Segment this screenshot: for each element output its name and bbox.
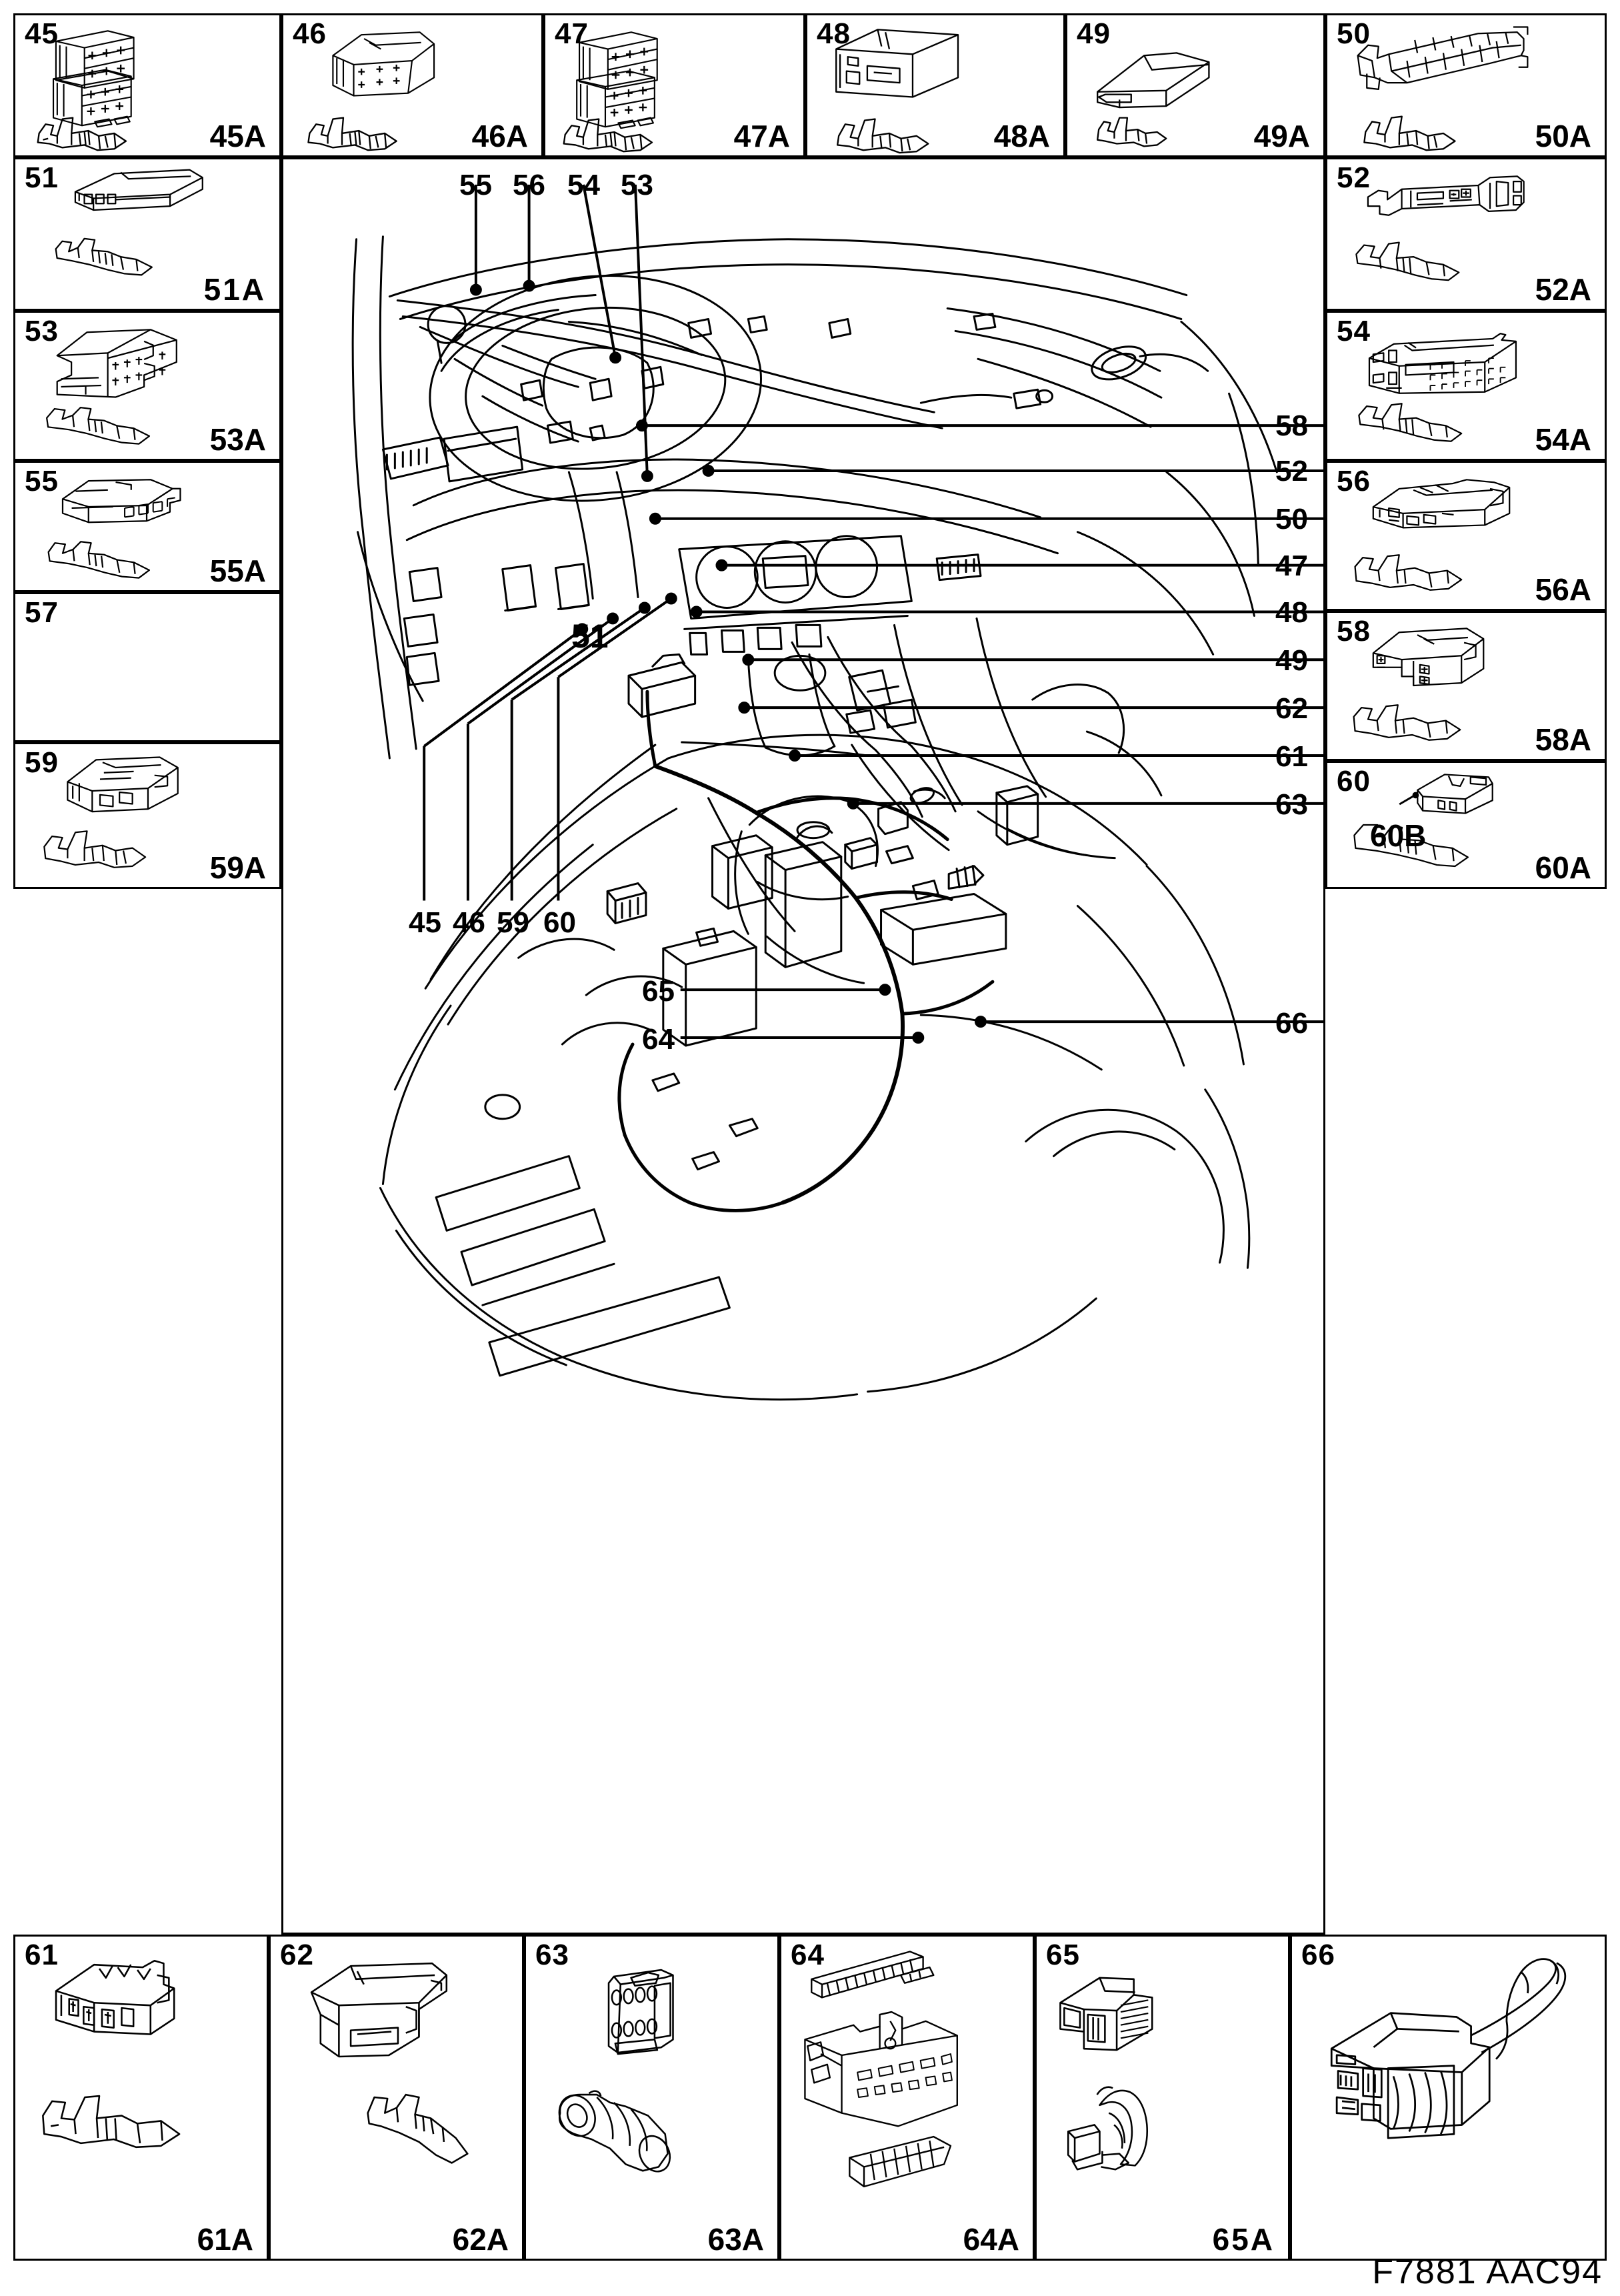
callout-55: 55 bbox=[459, 169, 492, 201]
connector-illustration-62 bbox=[271, 1937, 522, 2259]
callout-65: 65 bbox=[642, 975, 675, 1008]
part-number-47: 47 bbox=[555, 17, 589, 50]
terminal-number-61a: 61A bbox=[197, 2222, 253, 2257]
part-cell-47[interactable]: 47 bbox=[543, 13, 805, 157]
terminal-number-60a: 60A bbox=[1535, 850, 1591, 885]
callout-53: 53 bbox=[621, 169, 653, 201]
part-cell-61[interactable]: 61 bbox=[13, 1935, 269, 2261]
part-cell-58[interactable]: 58 bbox=[1325, 611, 1607, 761]
terminal-number-48a: 48A bbox=[993, 119, 1050, 153]
part-cell-66[interactable]: 66 bbox=[1290, 1935, 1607, 2261]
callout-47: 47 bbox=[1275, 549, 1308, 582]
terminal-number-56a: 56A bbox=[1535, 572, 1591, 607]
part-cell-56[interactable]: 56 bbox=[1325, 461, 1607, 611]
connector-illustration-63 bbox=[526, 1937, 777, 2259]
terminal-number-47a: 47A bbox=[733, 119, 790, 153]
part-number-57: 57 bbox=[25, 596, 59, 629]
part-number-58: 58 bbox=[1337, 615, 1371, 648]
callout-63: 63 bbox=[1275, 788, 1308, 821]
callout-45: 45 bbox=[409, 906, 441, 939]
connector-illustration-64 bbox=[781, 1937, 1033, 2259]
part-cell-45[interactable]: 45 bbox=[13, 13, 281, 157]
callout-52: 52 bbox=[1275, 455, 1308, 487]
callout-51: 51 bbox=[571, 618, 609, 655]
part-cell-55[interactable]: 55 bbox=[13, 461, 281, 592]
part-number-46: 46 bbox=[293, 17, 327, 50]
terminal-number-45a: 45A bbox=[209, 119, 266, 153]
terminal-number-58a: 58A bbox=[1535, 722, 1591, 757]
part-number-53: 53 bbox=[25, 315, 59, 347]
part-cell-54[interactable]: 54 bbox=[1325, 311, 1607, 461]
part-number-59: 59 bbox=[25, 746, 59, 779]
terminal-number-49a: 49A bbox=[1253, 119, 1310, 153]
callout-49: 49 bbox=[1275, 644, 1308, 677]
terminal-number-55a: 55A bbox=[209, 553, 266, 588]
part-number-45: 45 bbox=[25, 17, 59, 50]
terminal-number-54a: 54A bbox=[1535, 422, 1591, 457]
part-number-64: 64 bbox=[791, 1939, 825, 1971]
vehicle-wiring-harness-illustration: 55 56 54 53 58 52 50 47 48 49 62 61 63 4… bbox=[281, 157, 1325, 1935]
part-cell-57[interactable]: 57 bbox=[13, 592, 281, 742]
part-number-65: 65 bbox=[1046, 1939, 1080, 1971]
callout-64: 64 bbox=[642, 1023, 675, 1056]
callout-56: 56 bbox=[513, 169, 545, 201]
part-number-54: 54 bbox=[1337, 315, 1371, 347]
part-number-50: 50 bbox=[1337, 17, 1371, 50]
part-number-48: 48 bbox=[817, 17, 851, 50]
terminal-number-65a: 65A bbox=[1212, 2222, 1275, 2257]
callout-58: 58 bbox=[1275, 409, 1308, 442]
callout-62: 62 bbox=[1275, 692, 1308, 725]
connector-illustration-61 bbox=[15, 1937, 267, 2259]
part-number-61: 61 bbox=[25, 1939, 59, 1971]
callout-60: 60 bbox=[543, 906, 576, 939]
terminal-number-50a: 50A bbox=[1535, 119, 1591, 153]
callout-46: 46 bbox=[453, 906, 485, 939]
part-cell-48[interactable]: 48 4 bbox=[805, 13, 1065, 157]
part-cell-64[interactable]: 64 bbox=[779, 1935, 1035, 2261]
part-cell-53[interactable]: 53 bbox=[13, 311, 281, 461]
terminal-number-51a: 51A bbox=[203, 272, 266, 307]
part-number-49: 49 bbox=[1077, 17, 1111, 50]
part-cell-60[interactable]: 60 bbox=[1325, 761, 1607, 889]
callout-59: 59 bbox=[497, 906, 529, 939]
part-cell-62[interactable]: 62 bbox=[269, 1935, 524, 2261]
part-cell-52[interactable]: 52 bbox=[1325, 157, 1607, 311]
part-cell-63[interactable]: 63 bbox=[524, 1935, 779, 2261]
terminal-number-64a: 64A bbox=[963, 2222, 1019, 2257]
part-cell-49[interactable]: 49 49A bbox=[1065, 13, 1325, 157]
terminal-number-46a: 46A bbox=[471, 119, 528, 153]
terminal-number-52a: 52A bbox=[1535, 272, 1591, 307]
part-number-55: 55 bbox=[25, 465, 59, 497]
part-number-63: 63 bbox=[535, 1939, 569, 1971]
connector-illustration-66 bbox=[1292, 1937, 1605, 2259]
drawing-reference-code: F7881 AAC94 bbox=[1372, 2253, 1603, 2291]
callout-48: 48 bbox=[1275, 596, 1308, 629]
callout-61: 61 bbox=[1275, 740, 1308, 773]
part-number-51: 51 bbox=[25, 161, 59, 194]
terminal-number-59a: 59A bbox=[209, 850, 266, 885]
callout-50: 50 bbox=[1275, 503, 1308, 535]
connector-illustration-65 bbox=[1037, 1937, 1288, 2259]
part-number-52: 52 bbox=[1337, 161, 1371, 194]
part-number-60: 60 bbox=[1337, 765, 1371, 798]
callout-54: 54 bbox=[567, 169, 600, 201]
part-cell-65[interactable]: 65 bbox=[1035, 1935, 1290, 2261]
part-cell-46[interactable]: 46 bbox=[281, 13, 543, 157]
part-cell-50[interactable]: 50 bbox=[1325, 13, 1607, 157]
terminal-number-60b: 60B bbox=[1370, 818, 1427, 853]
part-number-56: 56 bbox=[1337, 465, 1371, 497]
terminal-number-53a: 53A bbox=[209, 422, 266, 457]
terminal-number-63a: 63A bbox=[707, 2222, 764, 2257]
part-number-66: 66 bbox=[1301, 1939, 1335, 1971]
part-cell-51[interactable]: 51 bbox=[13, 157, 281, 311]
callout-66: 66 bbox=[1275, 1007, 1308, 1040]
terminal-number-62a: 62A bbox=[452, 2222, 509, 2257]
part-cell-59[interactable]: 59 bbox=[13, 742, 281, 889]
part-number-62: 62 bbox=[280, 1939, 314, 1971]
